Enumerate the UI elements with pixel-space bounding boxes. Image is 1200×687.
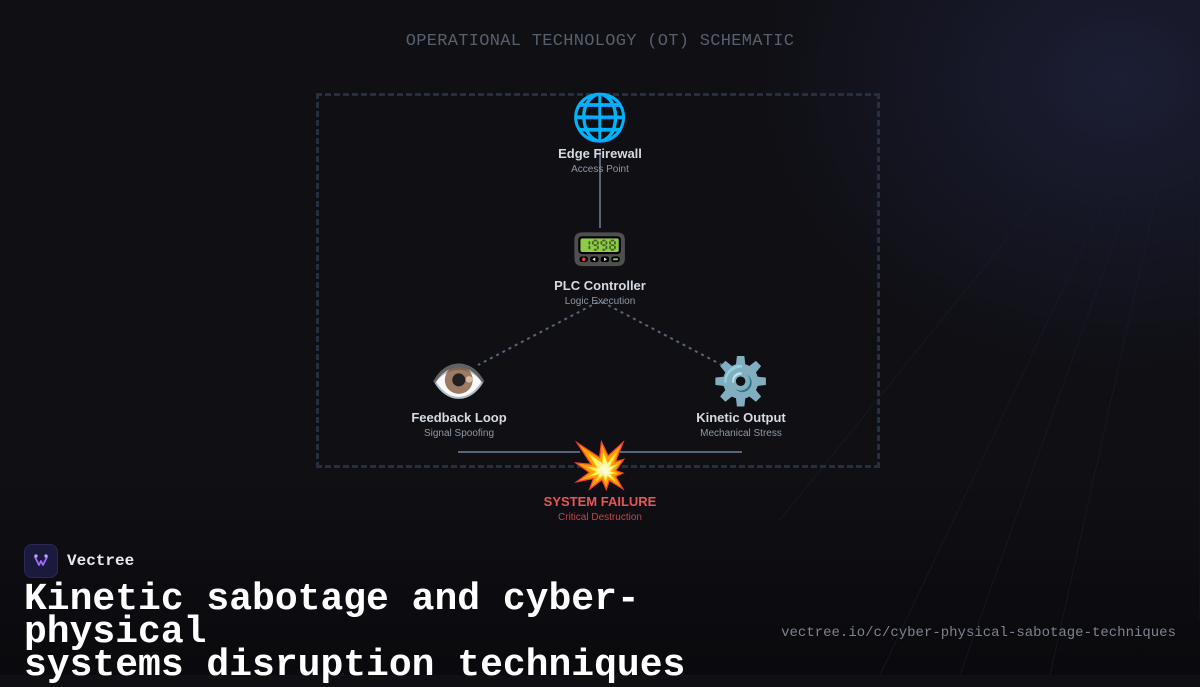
node-edge-firewall: 🌐 Edge Firewall Access Point <box>490 90 710 175</box>
node-label: SYSTEM FAILURE <box>543 494 657 509</box>
brand[interactable]: Vectree <box>24 544 134 578</box>
node-label: Edge Firewall <box>558 146 642 161</box>
article-url[interactable]: vectree.io/c/cyber-physical-sabotage-tec… <box>781 625 1176 641</box>
explosion-icon: 💥 <box>571 438 629 492</box>
headline-line-1: Kinetic sabotage and cyber-physical <box>24 578 640 654</box>
node-plc-controller: 📟 PLC Controller Logic Execution <box>490 222 710 307</box>
pager-icon: 📟 <box>571 222 629 276</box>
headline: Kinetic sabotage and cyber-physical syst… <box>24 578 784 687</box>
node-sublabel: Access Point <box>571 164 629 175</box>
node-label: Feedback Loop <box>411 410 507 425</box>
node-sublabel: Critical Destruction <box>558 512 642 523</box>
eye-icon: 👁️ <box>430 354 488 408</box>
vectree-logo-icon <box>24 544 58 578</box>
globe-icon: 🌐 <box>571 90 629 144</box>
node-feedback-loop: 👁️ Feedback Loop Signal Spoofing <box>349 354 569 439</box>
node-sublabel: Logic Execution <box>564 296 636 307</box>
headline-line-2: systems disruption techniques <box>24 644 686 687</box>
node-sublabel: Signal Spoofing <box>423 428 495 439</box>
gear-icon: ⚙️ <box>712 354 770 408</box>
node-sublabel: Mechanical Stress <box>700 428 782 439</box>
node-label: PLC Controller <box>554 278 646 293</box>
node-label: Kinetic Output <box>696 410 786 425</box>
link-plc-kinetic <box>601 301 723 366</box>
link-plc-feedback <box>477 301 599 366</box>
system-boundary <box>316 93 880 468</box>
schematic-title: OPERATIONAL TECHNOLOGY (OT) SCHEMATIC <box>405 32 795 51</box>
brand-name: Vectree <box>67 552 135 570</box>
node-system-failure: 💥 SYSTEM FAILURE Critical Destruction <box>490 438 710 523</box>
node-kinetic-output: ⚙️ Kinetic Output Mechanical Stress <box>631 354 851 439</box>
